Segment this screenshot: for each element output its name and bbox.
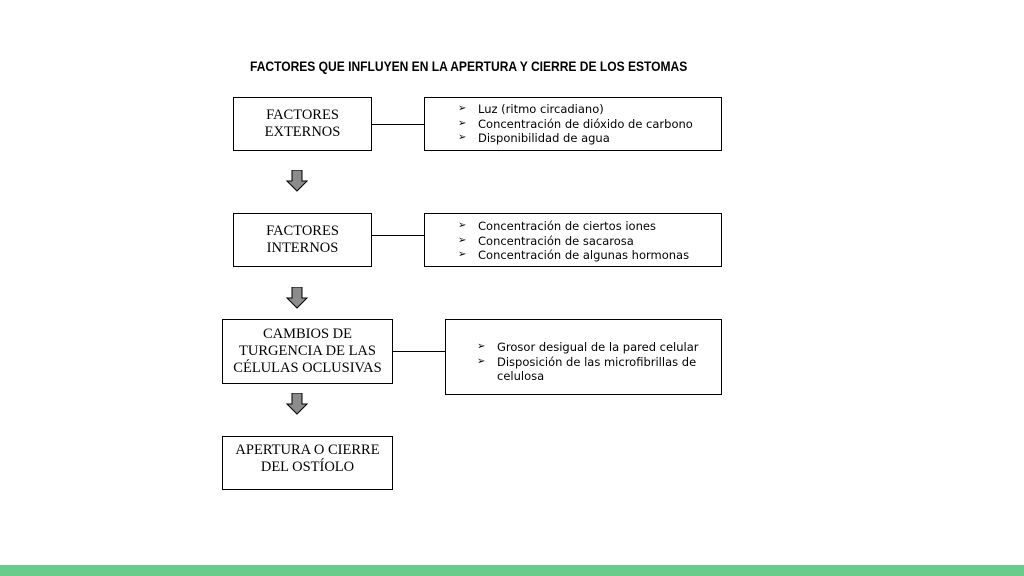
list-item-text: Concentración de dióxido de carbono (478, 116, 693, 131)
arrow-bullet-icon: ➢ (458, 234, 467, 246)
list-item-text: Concentración de algunas hormonas (478, 248, 690, 262)
arrow-bullet-icon: ➢ (458, 220, 467, 231)
connector-line (372, 235, 424, 236)
list-item: ➢ Concentración de dióxido de carbono (455, 117, 721, 132)
list-item-text: Concentración de ciertos iones (478, 219, 656, 233)
connector-line (372, 124, 424, 125)
box-label-line: INTERNOS (266, 240, 339, 256)
list-item-text: Concentración de sacarosa (478, 233, 634, 248)
arrow-bullet-icon: ➢ (458, 117, 467, 129)
down-arrow-icon (286, 170, 308, 192)
diagram-title: FACTORES QUE INFLUYEN EN LA APERTURA Y C… (250, 58, 688, 74)
arrow-bullet-icon: ➢ (458, 132, 467, 143)
box-label-line: TURGENCIA DE LAS (239, 343, 376, 359)
box-factores-externos: FACTORES EXTERNOS (233, 97, 372, 151)
arrow-bullet-icon: ➢ (477, 355, 486, 367)
box-apertura-cierre: APERTURA O CIERRE DEL OSTÍOLO (222, 436, 393, 490)
box-label-line: CAMBIOS DE (262, 326, 352, 342)
box-label-line: CÉLULAS OCLUSIVAS (233, 360, 382, 376)
list-item: ➢ Disponibilidad de agua (455, 131, 721, 146)
list-box-factores-externos: ➢ Luz (ritmo circadiano) ➢ Concentración d… (424, 97, 722, 151)
box-label-line: EXTERNOS (264, 124, 341, 140)
list-item: ➢ Concentración de sacarosa (455, 234, 721, 249)
arrow-bullet-icon: ➢ (458, 249, 467, 260)
list-item-text: Disponibilidad de agua (478, 131, 610, 145)
list-item: ➢ Concentración de ciertos iones (455, 219, 721, 234)
box-label-line: APERTURA O CIERRE (235, 442, 380, 458)
list-item: ➢ Concentración de algunas hormonas (455, 248, 721, 263)
box-cambios-turgencia: CAMBIOS DE TURGENCIA DE LAS CÉLULAS OCLU… (222, 319, 393, 384)
box-label-line: FACTORES (266, 107, 339, 123)
arrow-bullet-icon: ➢ (477, 341, 486, 352)
box-label-line: DEL OSTÍOLO (260, 459, 355, 475)
down-arrow-icon (286, 287, 308, 309)
list-item: ➢ Grosor desigual de la pared celular (474, 340, 713, 355)
connector-line (393, 351, 445, 352)
list-item-text: Luz (ritmo circadiano) (478, 102, 604, 116)
list-item-text: Disposición de las microfibrillas de cel… (497, 354, 697, 384)
list-item: ➢ Luz (ritmo circadiano) (455, 102, 721, 117)
list-box-factores-internos: ➢ Concentración de ciertos iones ➢ Concent… (424, 213, 722, 267)
box-label-line: FACTORES (266, 223, 339, 239)
list-box-cambios-turgencia: ➢ Grosor desigual de la pared celular ➢ Di… (445, 319, 722, 395)
arrow-bullet-icon: ➢ (458, 103, 467, 114)
footer-accent-bar (0, 565, 1024, 576)
box-factores-internos: FACTORES INTERNOS (233, 213, 372, 267)
list-item: ➢ Disposición de las microfibrillas de ce… (474, 355, 713, 384)
down-arrow-icon (286, 393, 308, 415)
list-item-text: Grosor desigual de la pared celular (497, 340, 699, 354)
